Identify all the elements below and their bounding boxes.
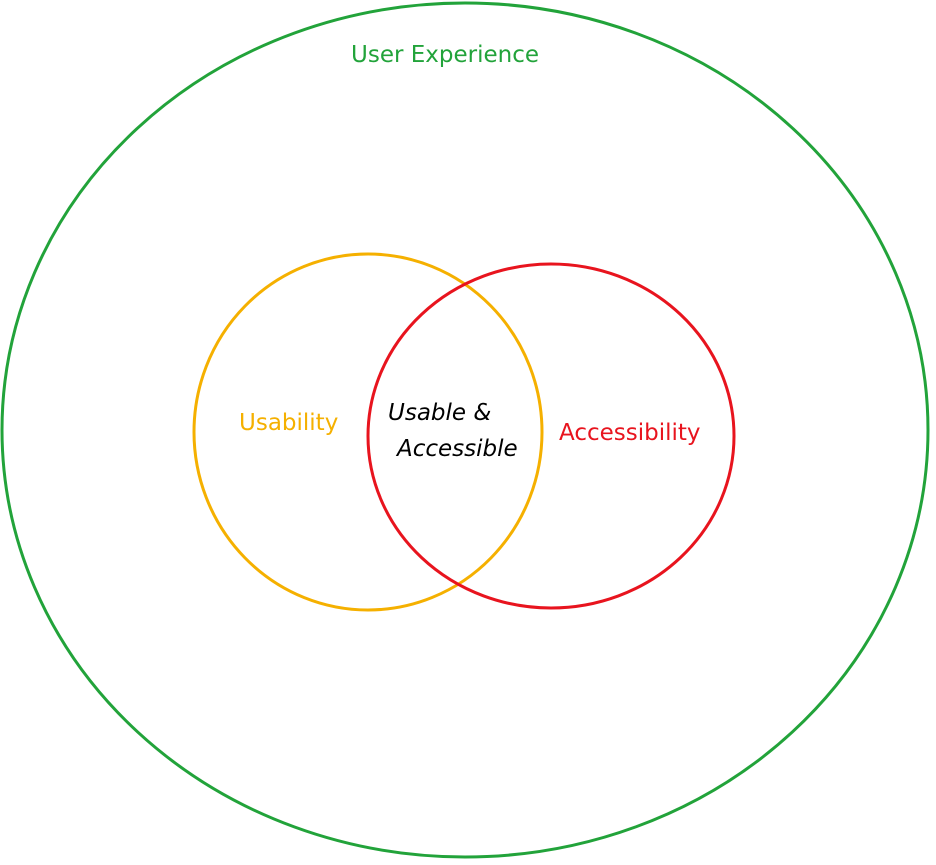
usability-label: Usability xyxy=(239,410,339,436)
intersection-line-1: Usable & xyxy=(388,400,492,426)
intersection-label: Usable & Accessible xyxy=(388,395,518,467)
intersection-line-2: Accessible xyxy=(397,436,518,462)
accessibility-label: Accessibility xyxy=(559,420,701,446)
usability-circle xyxy=(192,252,544,612)
user-experience-label: User Experience xyxy=(351,42,539,68)
accessibility-circle xyxy=(366,262,736,610)
